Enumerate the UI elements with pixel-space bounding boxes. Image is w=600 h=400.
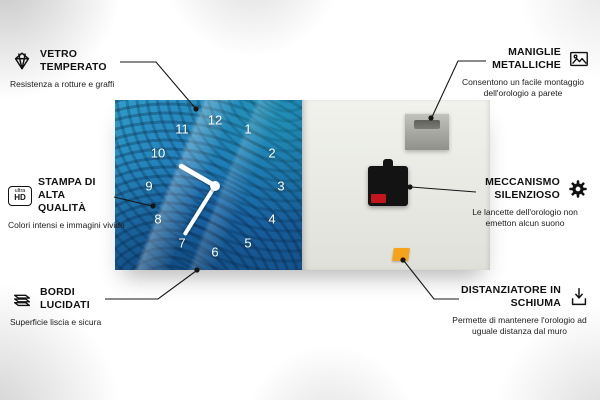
callout-subtitle: Colori intensi e immagini vivide xyxy=(8,220,125,231)
clock-number: 10 xyxy=(150,145,166,161)
callout-stampa-alta-qualita: ultra HD STAMPA DI ALTA QUALITÀ Colori i… xyxy=(8,176,136,231)
callout-title: DISTANZIATORE IN SCHIUMA xyxy=(460,284,561,310)
callout-vetro-temperato: VETRO TEMPERATO Resistenza a rotture e g… xyxy=(10,48,135,90)
clock-number: 7 xyxy=(178,235,186,251)
callout-subtitle: Le lancette dell'orologio non emetton al… xyxy=(472,207,578,229)
ultra-hd-icon: ultra HD xyxy=(8,184,32,208)
clock-number: 5 xyxy=(244,235,252,251)
polished-layers-icon xyxy=(10,287,34,311)
callout-maniglie-metalliche: MANIGLIE METALLICHE Consentono un facile… xyxy=(455,46,591,99)
clock-number: 1 xyxy=(244,121,252,137)
ultra-hd-label-top: ultra xyxy=(14,187,26,194)
callout-bordi-lucidati: BORDI LUCIDATI Superficie liscia e sicur… xyxy=(10,286,132,328)
callout-meccanismo-silenzioso: MECCANISMO SILENZIOSO Le lancette dell'o… xyxy=(460,176,590,229)
clock-number: 2 xyxy=(268,145,276,161)
clock-number: 4 xyxy=(268,211,276,227)
clock-back-panel xyxy=(302,100,490,270)
foam-spacer xyxy=(392,248,410,261)
callout-title: STAMPA DI ALTA QUALITÀ xyxy=(38,176,96,215)
clock-number: 12 xyxy=(207,112,223,128)
callout-subtitle: Permette di mantenere l'orologio ad ugua… xyxy=(452,315,587,337)
callout-title: BORDI LUCIDATI xyxy=(40,286,90,312)
clock-number: 9 xyxy=(145,178,153,194)
clock-mechanism xyxy=(368,159,408,206)
metal-hanging-bracket xyxy=(405,113,449,150)
clock-number: 6 xyxy=(211,244,219,260)
spacer-arrow-icon xyxy=(567,285,591,309)
clock-front-face: 12 1 2 3 4 5 6 7 8 9 10 11 xyxy=(115,100,302,270)
clock-number: 8 xyxy=(154,211,162,227)
ultra-hd-label-bottom: HD xyxy=(14,193,26,203)
callout-title: VETRO TEMPERATO xyxy=(40,48,107,74)
callout-distanziatore-in-schiuma: DISTANZIATORE IN SCHIUMA Permette di man… xyxy=(448,284,591,337)
callout-title: MANIGLIE METALLICHE xyxy=(492,46,561,72)
picture-frame-icon xyxy=(567,47,591,71)
product-image: 12 1 2 3 4 5 6 7 8 9 10 11 xyxy=(115,100,490,270)
minute-hand xyxy=(182,184,217,237)
gear-icon xyxy=(566,177,590,201)
callout-title: MECCANISMO SILENZIOSO xyxy=(485,176,560,202)
callout-subtitle: Consentono un facile montaggio dell'orol… xyxy=(462,77,584,99)
callout-subtitle: Superficie liscia e sicura xyxy=(10,317,102,328)
diamond-icon xyxy=(10,49,34,73)
clock-number: 11 xyxy=(175,121,189,137)
callout-subtitle: Resistenza a rotture e graffi xyxy=(10,79,115,90)
clock-number: 3 xyxy=(277,178,285,194)
clock-center-cap xyxy=(210,181,220,191)
